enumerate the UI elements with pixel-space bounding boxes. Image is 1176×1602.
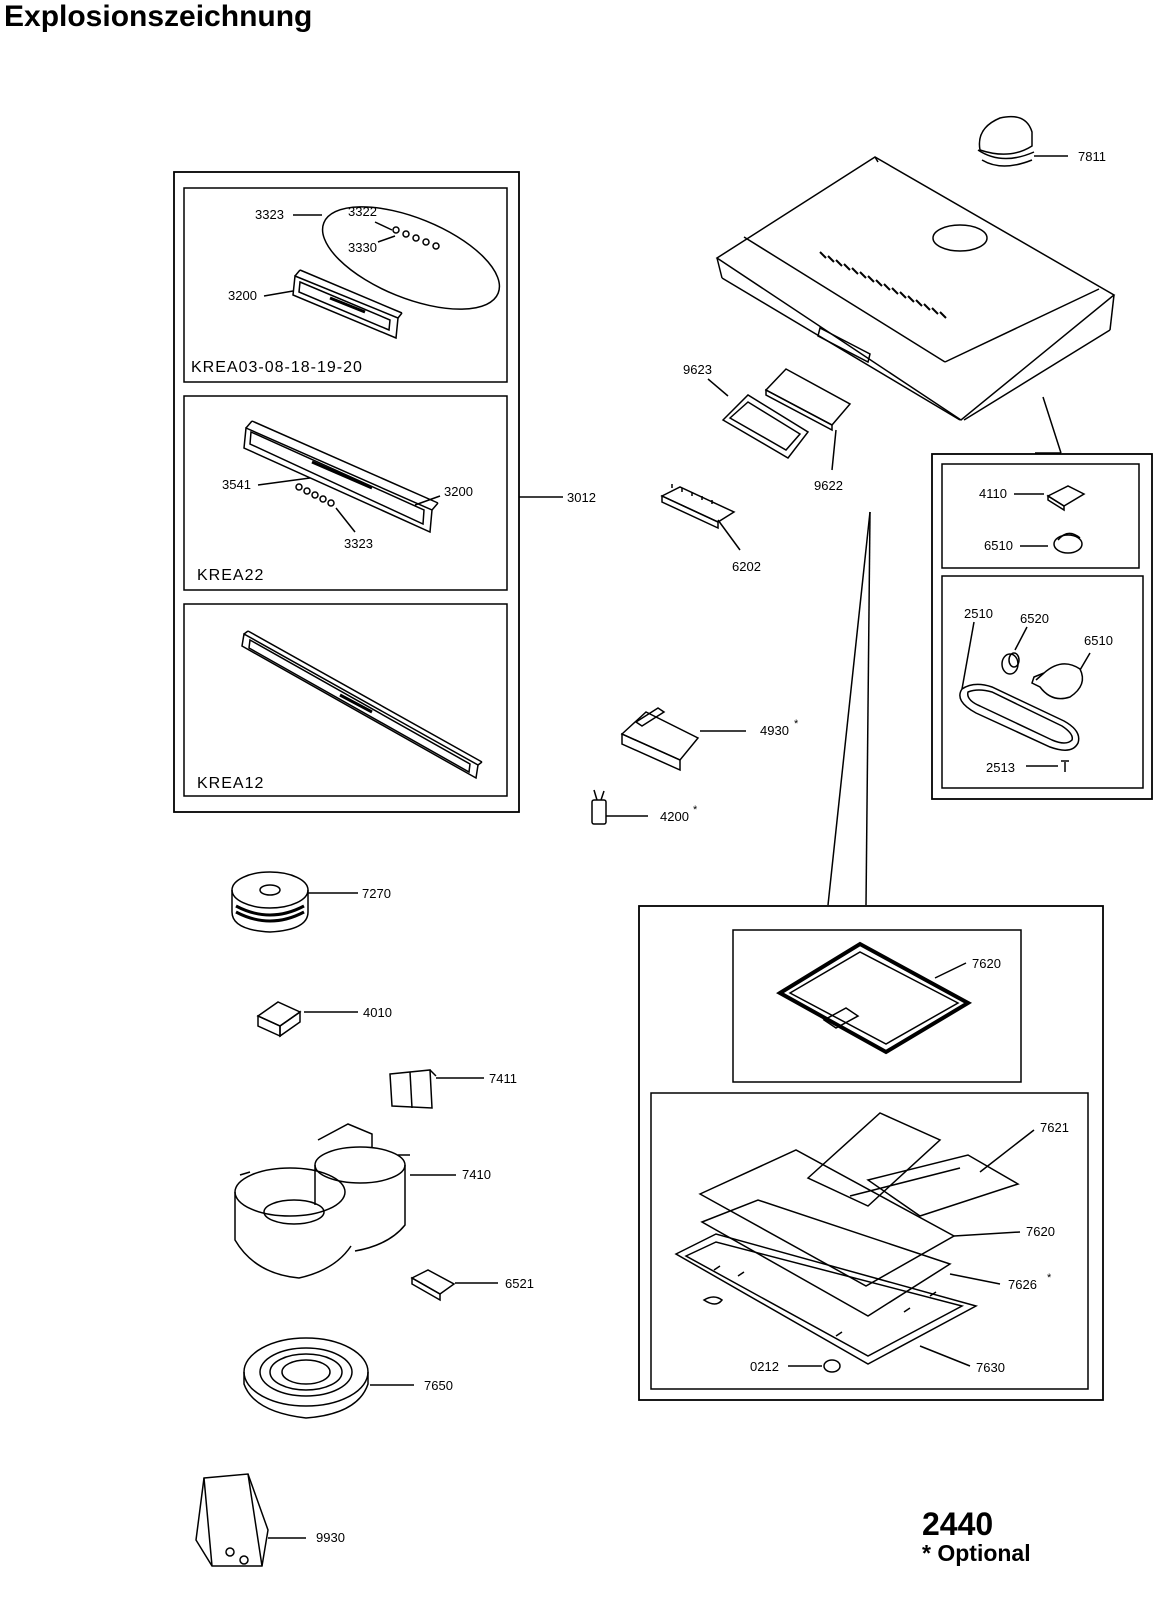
- label-3012: 3012: [567, 490, 596, 505]
- control-panel-3200-long-part: [243, 420, 439, 534]
- label-9622: 9622: [814, 478, 843, 493]
- variant-label-1: KREA03-08-18-19-20: [191, 359, 363, 376]
- variant-label-3: KREA12: [197, 775, 264, 792]
- filter-sheet-7626-part: [700, 1199, 952, 1317]
- bag-9930-part: [195, 1473, 269, 1567]
- hood-body-part: [715, 156, 1116, 421]
- label-4200-optional-mark: *: [693, 804, 698, 816]
- part-7811-dome: [977, 115, 1068, 167]
- part-6521: [410, 1269, 456, 1302]
- label-4010: 4010: [363, 1005, 392, 1020]
- label-3200-b: 3200: [444, 484, 473, 499]
- bulb-6510-b: [1031, 663, 1084, 700]
- clip-0212: [823, 1359, 841, 1373]
- control-panel-3200-part: [292, 269, 403, 340]
- control-panel-krea12-part: [241, 630, 483, 780]
- label-6521: 6521: [505, 1276, 534, 1291]
- label-7626: 7626: [1008, 1277, 1037, 1292]
- cover-9622-part: [764, 368, 852, 432]
- label-4930: 4930: [760, 723, 789, 738]
- lampholder-6520: [1001, 652, 1020, 675]
- label-3200-a: 3200: [228, 288, 257, 303]
- label-7630: 7630: [976, 1360, 1005, 1375]
- part-4110: [1046, 485, 1086, 512]
- bracket-7411-part: [389, 1069, 437, 1109]
- model-number: 2440: [922, 1506, 994, 1542]
- lamp-group-frame: [931, 453, 1153, 800]
- terminal-6202-part: [660, 484, 736, 530]
- filter-frame-7630-part: [674, 1233, 979, 1365]
- variant-3-frame: [183, 603, 508, 797]
- label-7620-b: 7620: [1026, 1224, 1055, 1239]
- label-7411: 7411: [489, 1071, 517, 1086]
- switch-4930-part: [620, 707, 700, 772]
- label-7410: 7410: [462, 1167, 491, 1182]
- label-7620-a: 7620: [972, 956, 1001, 971]
- label-3322: 3322: [348, 204, 377, 219]
- label-7626-optional-mark: *: [1047, 1272, 1052, 1284]
- label-2513: 2513: [986, 760, 1015, 775]
- label-6510-b: 6510: [1084, 633, 1113, 648]
- label-4200: 4200: [660, 809, 689, 824]
- knobs-3323-part: [295, 483, 335, 507]
- capacitor-4200-part: [591, 789, 607, 825]
- capacitor-4010-part: [256, 1001, 302, 1038]
- lamp-ring-2510: [959, 683, 1080, 751]
- variant-1-frame: [183, 187, 508, 383]
- label-7650: 7650: [424, 1378, 453, 1393]
- label-9623: 9623: [683, 362, 712, 377]
- screw-2513: [1061, 760, 1069, 772]
- filter-7621-part: [806, 1112, 1020, 1217]
- fan-housing-7410-part: [234, 1123, 410, 1279]
- motor-7270-part: [231, 871, 309, 933]
- variant-label-2: KREA22: [197, 567, 264, 584]
- label-7811: 7811: [1078, 149, 1106, 164]
- label-3541: 3541: [222, 477, 251, 492]
- group-3012-frame: [173, 171, 520, 813]
- lamp-subframe-1: [941, 463, 1140, 569]
- label-7621: 7621: [1040, 1120, 1069, 1135]
- label-3330: 3330: [348, 240, 377, 255]
- variant-2-frame: [183, 395, 508, 591]
- label-4930-optional-mark: *: [794, 718, 799, 730]
- part-6510-a: [1053, 532, 1083, 554]
- electronics-9623-part: [721, 394, 810, 459]
- label-3323-b: 3323: [344, 536, 373, 551]
- label-6510-a: 6510: [984, 538, 1013, 553]
- filter-7650-part: [243, 1337, 369, 1419]
- filter-group-frame: [638, 905, 1104, 1401]
- label-4110: 4110: [979, 486, 1007, 501]
- label-6202: 6202: [732, 559, 761, 574]
- label-3323-a: 3323: [255, 207, 284, 222]
- filter-sheet-7620b-part: [698, 1149, 956, 1287]
- grease-filter-7620-part: [776, 941, 973, 1055]
- filter-subframe-1: [732, 929, 1022, 1083]
- label-0212: 0212: [750, 1359, 779, 1374]
- optional-note: * Optional: [922, 1540, 1031, 1566]
- label-9930: 9930: [316, 1530, 345, 1545]
- label-7270: 7270: [362, 886, 391, 901]
- knobs-3330-part: [392, 226, 440, 250]
- label-2510: 2510: [964, 606, 993, 621]
- detail-ellipse: [321, 206, 501, 310]
- filter-subframe-2: [650, 1092, 1089, 1390]
- lamp-subframe-2: [941, 575, 1144, 789]
- page-title: Explosionszeichnung: [4, 0, 313, 33]
- label-6520: 6520: [1020, 611, 1049, 626]
